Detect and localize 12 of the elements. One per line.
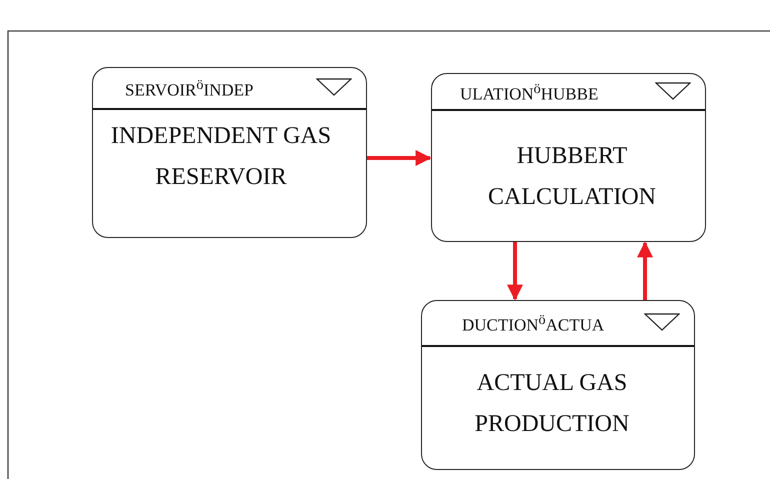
box-header: DUCTION$^{ö}$ACTUA — [462, 312, 604, 336]
box-text: ACTUAL GAS PRODUCTION — [474, 369, 630, 439]
box-text: HUBBERT CALCULATION — [487, 142, 657, 212]
box-text: INDEPENDENT GAS RESERVOIR — [110, 122, 332, 192]
arrow — [637, 241, 653, 300]
titled-box — [431, 73, 706, 242]
titled-box — [92, 67, 367, 238]
box-header: ULATION$^{ö}$HUBBE — [460, 80, 598, 104]
arrow — [367, 150, 432, 166]
arrow — [507, 242, 523, 301]
titled-box — [421, 300, 695, 470]
box-header: SERVOIR$^{ö}$INDEP — [125, 77, 254, 101]
